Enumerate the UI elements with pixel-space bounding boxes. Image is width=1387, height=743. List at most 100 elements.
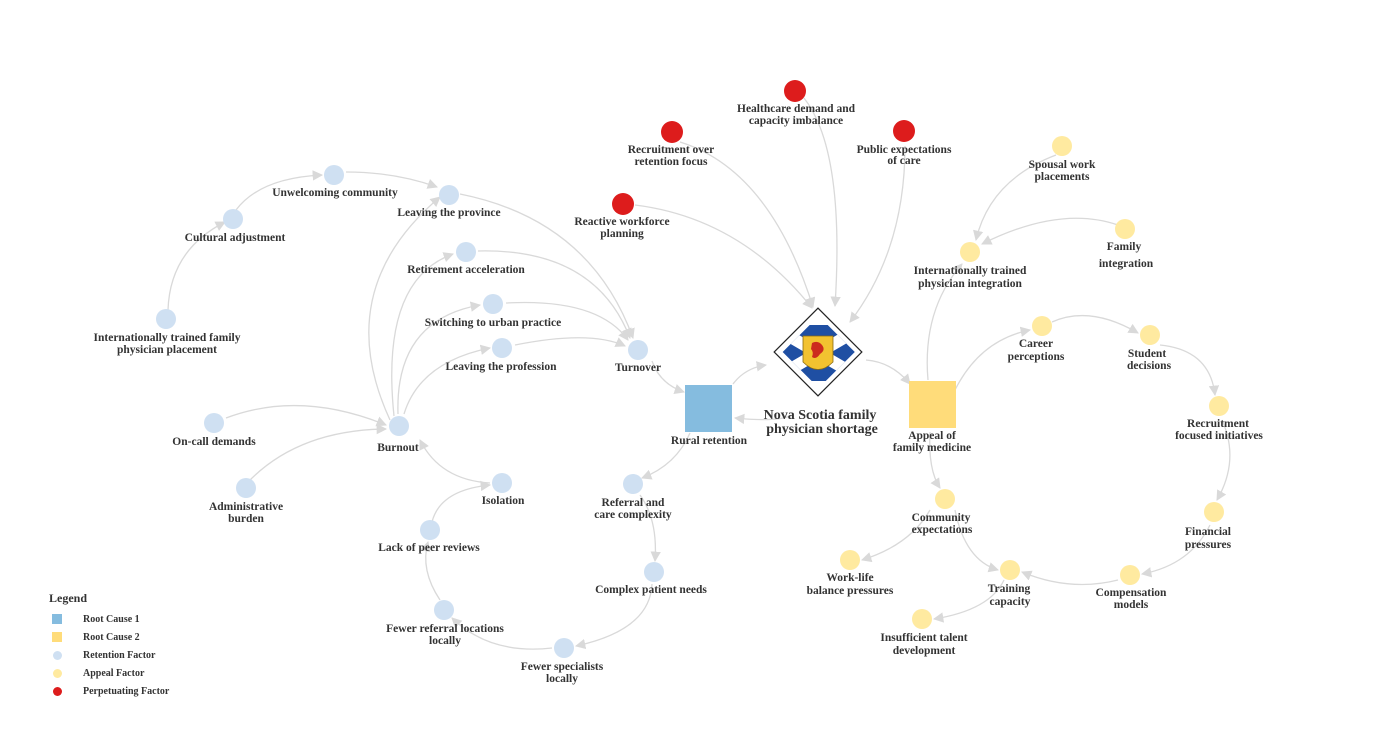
node-label: Leaving the province bbox=[397, 207, 500, 219]
node-label: Referral and bbox=[602, 497, 666, 509]
node-label: models bbox=[1114, 599, 1149, 611]
node-family-integration[interactable]: Family integration bbox=[1099, 219, 1154, 270]
appeal-nodes: Spousal work placements Family integrati… bbox=[807, 136, 1263, 657]
edge-leaving-prof-to-turnover bbox=[514, 337, 626, 347]
edge-burnout-to-leaving-province bbox=[368, 196, 441, 421]
node-leaving-province[interactable]: Leaving the province bbox=[397, 185, 501, 219]
node-label: Internationally trained bbox=[914, 265, 1027, 277]
node-label: Recruitment over bbox=[628, 144, 715, 156]
node-label: locally bbox=[429, 635, 461, 647]
node-label: integration bbox=[1099, 258, 1154, 270]
edge-recruit-to-financial bbox=[1216, 419, 1231, 501]
node-financial-pressures[interactable]: Financial pressures bbox=[1185, 502, 1232, 551]
node-label: Fewer specialists bbox=[521, 661, 604, 673]
edge-unwelcoming-to-leaving-province bbox=[345, 171, 438, 189]
node-insufficient-talent[interactable]: Insufficient talent development bbox=[880, 609, 968, 657]
nova-scotia-flag-icon bbox=[782, 319, 855, 387]
node-label: balance pressures bbox=[807, 585, 894, 597]
node-turnover[interactable]: Turnover bbox=[615, 340, 661, 374]
edge-family-to-itp-int bbox=[981, 217, 1119, 245]
node-public-expectations[interactable]: Public expectations of care bbox=[857, 120, 952, 167]
node-reactive-workforce[interactable]: Reactive workforce planning bbox=[574, 193, 670, 240]
legend-title: Legend bbox=[49, 591, 88, 605]
legend-swatch bbox=[49, 632, 65, 642]
node-label: Switching to urban practice bbox=[425, 317, 561, 329]
node-compensation-models[interactable]: Compensation models bbox=[1096, 565, 1168, 611]
edge-public-to-center bbox=[849, 145, 906, 323]
edge-referral-to-complex bbox=[639, 494, 661, 563]
node-itp-integration[interactable]: Internationally trained physician integr… bbox=[914, 242, 1027, 290]
node-label: Fewer referral locations bbox=[386, 623, 504, 635]
node-label: Community bbox=[912, 512, 971, 524]
node-training-capacity[interactable]: Training capacity bbox=[988, 560, 1031, 608]
edge-burnout-to-urban bbox=[397, 301, 482, 415]
legend-label: Root Cause 1 bbox=[83, 613, 140, 625]
node-cultural-adjustment[interactable]: Cultural adjustment bbox=[185, 209, 286, 244]
root-node-appeal[interactable]: Appeal of family medicine bbox=[893, 381, 971, 454]
node-label: Rural retention bbox=[671, 435, 748, 447]
node-itfp-placement[interactable]: Internationally trained family physician… bbox=[94, 309, 241, 356]
node-isolation[interactable]: Isolation bbox=[482, 473, 525, 507]
node-label: Financial bbox=[1185, 526, 1231, 538]
edge-oncall-to-burnout bbox=[225, 404, 387, 427]
center-node[interactable]: Nova Scotia family physician shortage bbox=[764, 307, 878, 437]
node-student-decisions[interactable]: Student decisions bbox=[1127, 325, 1172, 372]
center-label-line2: physician shortage bbox=[766, 422, 878, 437]
perpetuating-nodes: Reactive workforce planning Recruitment … bbox=[574, 80, 952, 240]
legend-swatch bbox=[49, 686, 65, 696]
root-cause-1-square bbox=[685, 385, 732, 432]
node-leaving-profession[interactable]: Leaving the profession bbox=[446, 338, 558, 373]
node-label: Administrative bbox=[209, 501, 283, 513]
node-label: care complexity bbox=[594, 509, 672, 521]
node-label: On-call demands bbox=[172, 436, 256, 448]
legend-label: Perpetuating Factor bbox=[83, 685, 170, 697]
node-fewer-specialists[interactable]: Fewer specialists locally bbox=[521, 638, 604, 685]
edge-admin-to-burnout bbox=[249, 423, 388, 481]
node-label: Healthcare demand and bbox=[737, 103, 856, 115]
node-on-call-demands[interactable]: On-call demands bbox=[172, 413, 256, 448]
node-retirement-acceleration[interactable]: Retirement acceleration bbox=[407, 242, 525, 276]
node-work-life-balance[interactable]: Work-life balance pressures bbox=[807, 550, 894, 597]
legend-item-retention-factor: Retention Factor bbox=[49, 646, 169, 664]
node-label: physician integration bbox=[918, 278, 1022, 290]
edge-cultural-to-unwelcoming bbox=[235, 170, 324, 211]
node-burnout[interactable]: Burnout bbox=[377, 416, 419, 454]
edge-isolation-to-burnout bbox=[419, 439, 491, 484]
node-label: Unwelcoming community bbox=[272, 187, 398, 199]
node-career-perceptions[interactable]: Career perceptions bbox=[1008, 316, 1065, 363]
legend-swatch bbox=[49, 650, 65, 660]
edge-spousal-to-itp-int bbox=[973, 154, 1057, 242]
node-spousal-work[interactable]: Spousal work placements bbox=[1029, 136, 1096, 183]
node-label: pressures bbox=[1185, 539, 1232, 551]
node-label: placements bbox=[1035, 171, 1090, 183]
node-label: perceptions bbox=[1008, 351, 1065, 363]
node-community-expectations[interactable]: Community expectations bbox=[912, 489, 973, 536]
node-healthcare-demand[interactable]: Healthcare demand and capacity imbalance bbox=[737, 80, 856, 127]
node-unwelcoming-community[interactable]: Unwelcoming community bbox=[272, 165, 398, 199]
legend-item-perpetuating-factor: Perpetuating Factor bbox=[49, 682, 169, 700]
legend-swatch bbox=[49, 668, 65, 678]
node-recruitment-initiatives[interactable]: Recruitment focused initiatives bbox=[1175, 396, 1263, 442]
node-administrative-burden[interactable]: Administrative burden bbox=[209, 478, 283, 525]
node-label: development bbox=[893, 645, 956, 657]
node-recruitment-over-retention[interactable]: Recruitment over retention focus bbox=[628, 121, 715, 168]
edge-fewer-spec-to-fewer-ref bbox=[451, 617, 553, 650]
edge-student-to-recruit bbox=[1159, 344, 1220, 397]
edge-community-to-training bbox=[954, 509, 999, 573]
node-complex-patient-needs[interactable]: Complex patient needs bbox=[595, 562, 707, 596]
node-label: Family bbox=[1107, 241, 1142, 253]
edge-complex-to-fewer-spec bbox=[574, 583, 653, 650]
node-fewer-referral-locations[interactable]: Fewer referral locations locally bbox=[386, 600, 504, 647]
legend-label: Root Cause 2 bbox=[83, 631, 140, 643]
node-lack-peer-reviews[interactable]: Lack of peer reviews bbox=[378, 520, 480, 554]
node-label: Lack of peer reviews bbox=[378, 542, 480, 554]
edge-center-to-appeal bbox=[865, 359, 911, 385]
node-switching-urban[interactable]: Switching to urban practice bbox=[425, 294, 561, 329]
edge-peer-to-isolation bbox=[431, 480, 492, 523]
node-label: expectations bbox=[912, 524, 973, 536]
edge-reactive-to-center bbox=[634, 204, 813, 309]
legend-label: Appeal Factor bbox=[83, 667, 145, 679]
node-referral-care-complexity[interactable]: Referral and care complexity bbox=[594, 474, 672, 521]
root-node-rural-retention[interactable]: Rural retention bbox=[671, 385, 748, 447]
